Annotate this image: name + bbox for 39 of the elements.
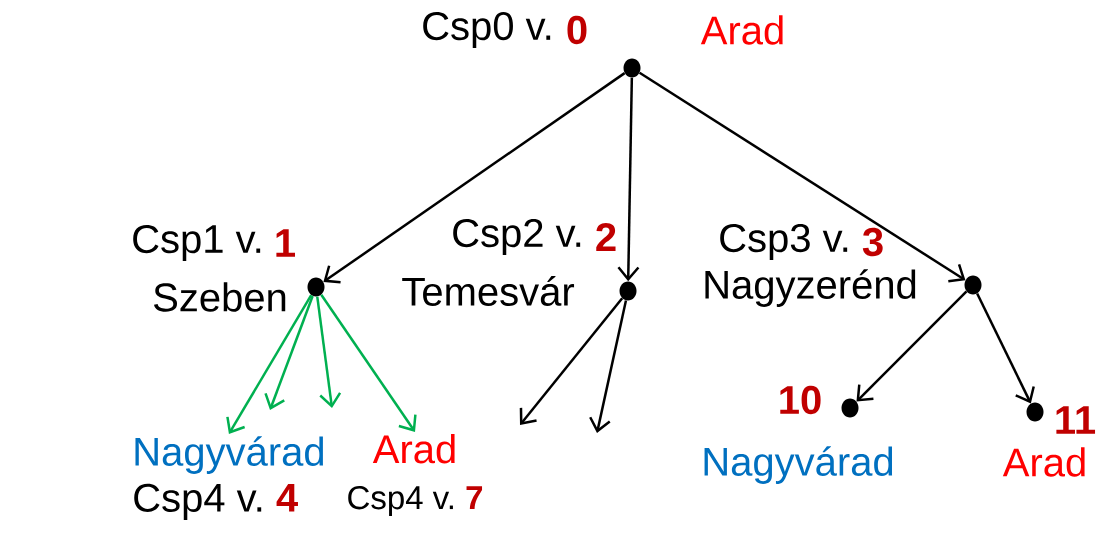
step-number: 4 [276, 484, 298, 512]
step-label: Temesvár [402, 276, 575, 306]
tree-node-dot [307, 277, 325, 297]
step-number: 2 [596, 223, 616, 251]
step-label: Csp4 v. [134, 483, 262, 520]
arrow [976, 292, 1035, 404]
arrow [264, 295, 314, 410]
city-label: Arad [700, 15, 783, 45]
tree-node-dot [1026, 402, 1044, 422]
step-label: Nagyzerénd [705, 269, 916, 307]
step-label: Csp2 v. [453, 218, 581, 256]
arrow [589, 300, 628, 433]
step-number: 1 [276, 229, 295, 257]
step-label: Csp1 v. [133, 224, 261, 262]
arrow [638, 71, 966, 283]
arrow [617, 77, 640, 282]
arrow [320, 294, 417, 432]
arrow [856, 290, 968, 402]
city-label: Nagyvárad [135, 436, 324, 474]
step-number: 10 [780, 385, 821, 415]
step-number: 3 [862, 227, 883, 257]
step-label: Csp0 v. [423, 11, 551, 49]
step-number: 7 [466, 486, 483, 510]
step-label: Csp3 v. [720, 223, 848, 261]
city-label: Nagyvárad [704, 446, 893, 484]
step-label: Szeben [154, 282, 286, 312]
city-label: Arad [372, 434, 455, 464]
arrow [323, 72, 626, 284]
tree-node-dot [623, 58, 641, 78]
tree-node-dot [964, 275, 982, 295]
step-label: Csp4 v. [348, 486, 453, 516]
arrow [316, 296, 342, 408]
arrow [226, 294, 313, 434]
tree-node-dot [619, 281, 637, 301]
city-label: Arad [1002, 447, 1085, 477]
tree-node-dot [841, 398, 859, 418]
arrow [519, 297, 624, 425]
step-number: 0 [567, 15, 587, 45]
step-number: 11 [1056, 406, 1096, 434]
